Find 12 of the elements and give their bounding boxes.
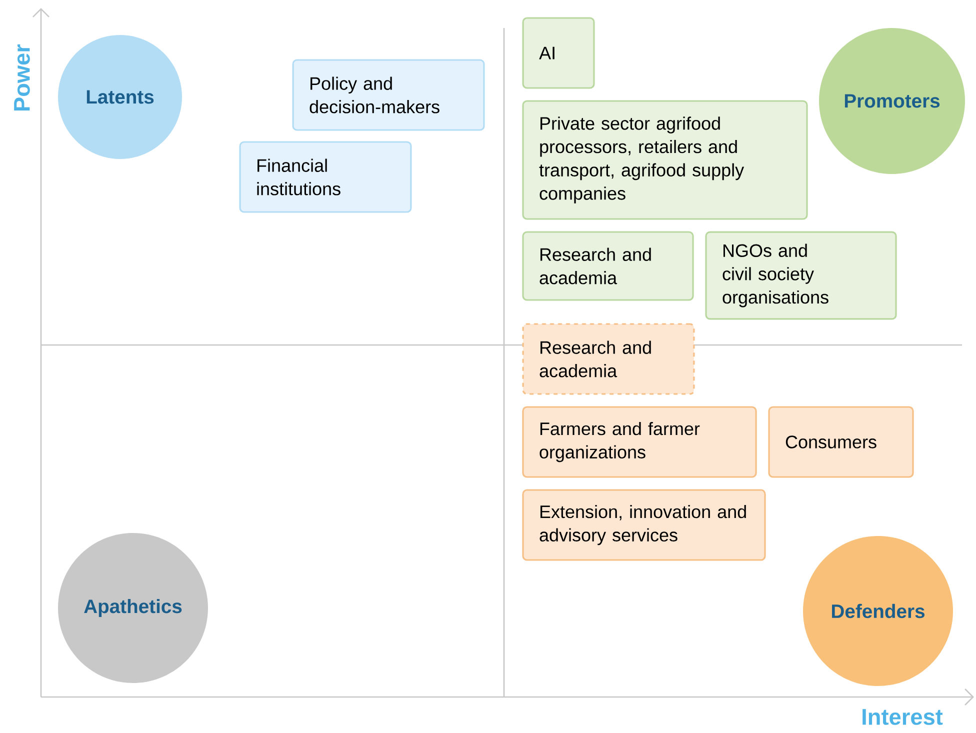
stakeholder-box: Consumers (768, 406, 914, 478)
stakeholder-box: Research and academia (522, 231, 694, 301)
stakeholder-box: Policy and decision-makers (292, 59, 485, 131)
axis-label: Power (14, 44, 30, 110)
stakeholder-box: Extension, innovation and advisory services (522, 489, 766, 561)
stakeholder-box: Private sector agrifood processors, retailers and transport, agrifood supply companies (522, 100, 808, 220)
axis-label: Interest (862, 709, 943, 725)
stakeholder-box: Financial institutions (239, 141, 412, 213)
stakeholder-box: AI (522, 17, 595, 89)
stakeholder-box: Research and academia (522, 323, 695, 395)
stakeholder-box: Farmers and farmer organizations (522, 406, 757, 478)
stakeholder-box: NGOs and civil society organisations (705, 231, 897, 320)
